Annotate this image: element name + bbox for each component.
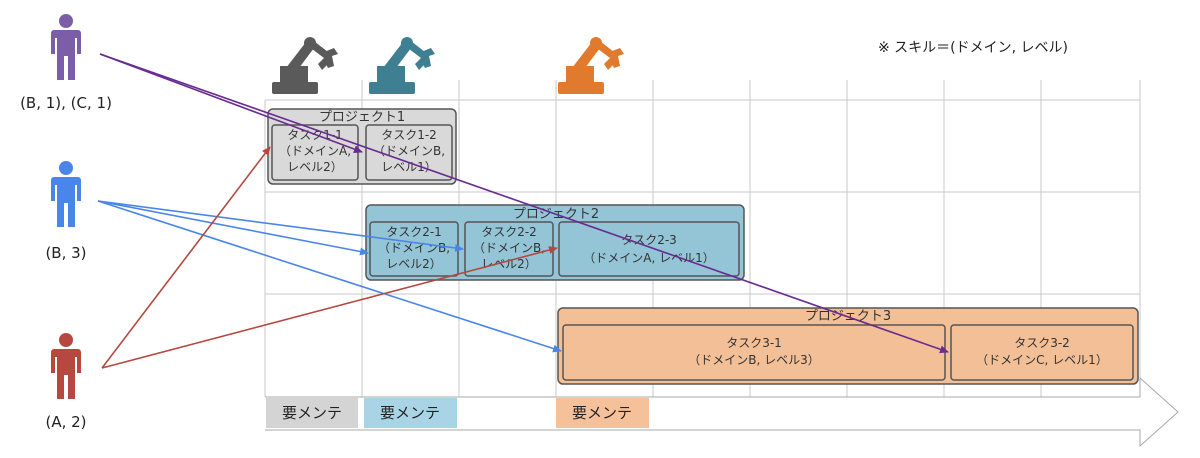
task-name: タスク3-1 — [726, 336, 782, 350]
task-card: タスク1-2 （ドメインB, レベル1） — [365, 124, 453, 181]
task-name: タスク2-3 — [621, 233, 677, 247]
maintenance-label: 要メンテ — [364, 398, 457, 428]
task-domain: （ドメインA, — [279, 144, 351, 158]
task-level: レベル2） — [481, 257, 537, 271]
person-skill-label: (B, 3) — [45, 244, 86, 262]
person-icon — [51, 14, 81, 80]
task-domain-level: （ドメインB, レベル3） — [688, 353, 820, 367]
maintenance-text: 要メンテ — [380, 404, 440, 422]
task-level: レベル2） — [386, 257, 442, 271]
person-icon — [51, 161, 81, 227]
assignment-arrow — [101, 146, 271, 369]
task-domain-level: （ドメインA, レベル1） — [583, 251, 714, 265]
skill-note: ※ スキル＝(ドメイン, レベル) — [878, 40, 1068, 56]
person-icon — [51, 333, 81, 399]
person-skill-label: (B, 1), (C, 1) — [20, 94, 112, 112]
project-title: プロジェクト1 — [319, 110, 405, 125]
assignment-arrow — [97, 200, 562, 353]
assignment-arrow — [99, 53, 949, 354]
assignment-arrow — [97, 200, 464, 252]
task-domain: （ドメインB, — [473, 241, 545, 255]
task-level: レベル1） — [381, 160, 437, 174]
task-domain-level: （ドメインC, レベル1） — [976, 353, 1108, 367]
robot-arm-icon — [369, 37, 435, 94]
task-domain: （ドメインB, — [373, 144, 445, 158]
task-name: タスク3-2 — [1014, 336, 1070, 350]
assignment-arrow — [99, 53, 363, 153]
assignment-arrows — [97, 53, 949, 369]
task-name: タスク1-2 — [381, 128, 437, 142]
task-card: タスク3-2 （ドメインC, レベル1） — [950, 324, 1134, 381]
maintenance-label: 要メンテ — [266, 398, 358, 428]
robot-arm-icon — [272, 37, 338, 94]
robot-arm-icon — [558, 37, 624, 94]
task-level: レベル2） — [287, 160, 343, 174]
task-card: タスク3-1 （ドメインB, レベル3） — [562, 324, 946, 381]
task-card: タスク2-3 （ドメインA, レベル1） — [558, 221, 740, 277]
timeline-arrow — [265, 376, 1179, 448]
task-card: タスク2-2 （ドメインB, レベル2） — [464, 221, 554, 277]
task-name: タスク2-2 — [481, 225, 537, 239]
assignment-arrow — [101, 246, 558, 369]
person-skill-label: (A, 2) — [45, 413, 86, 431]
task-card: タスク2-1 （ドメインB, レベル2） — [369, 221, 459, 277]
project-2: プロジェクト2 タスク2-1 （ドメインB, レベル2） タスク2-2 （ドメイ… — [365, 204, 745, 281]
project-3: プロジェクト3 タスク3-1 （ドメインB, レベル3） タスク3-2 （ドメイ… — [557, 307, 1139, 385]
assignment-arrow — [97, 200, 369, 256]
task-name: タスク2-1 — [386, 225, 442, 239]
task-card: タスク1-1 （ドメインA, レベル2） — [271, 124, 359, 181]
maintenance-label: 要メンテ — [556, 398, 649, 428]
maintenance-text: 要メンテ — [572, 404, 632, 422]
maintenance-text: 要メンテ — [282, 404, 342, 422]
